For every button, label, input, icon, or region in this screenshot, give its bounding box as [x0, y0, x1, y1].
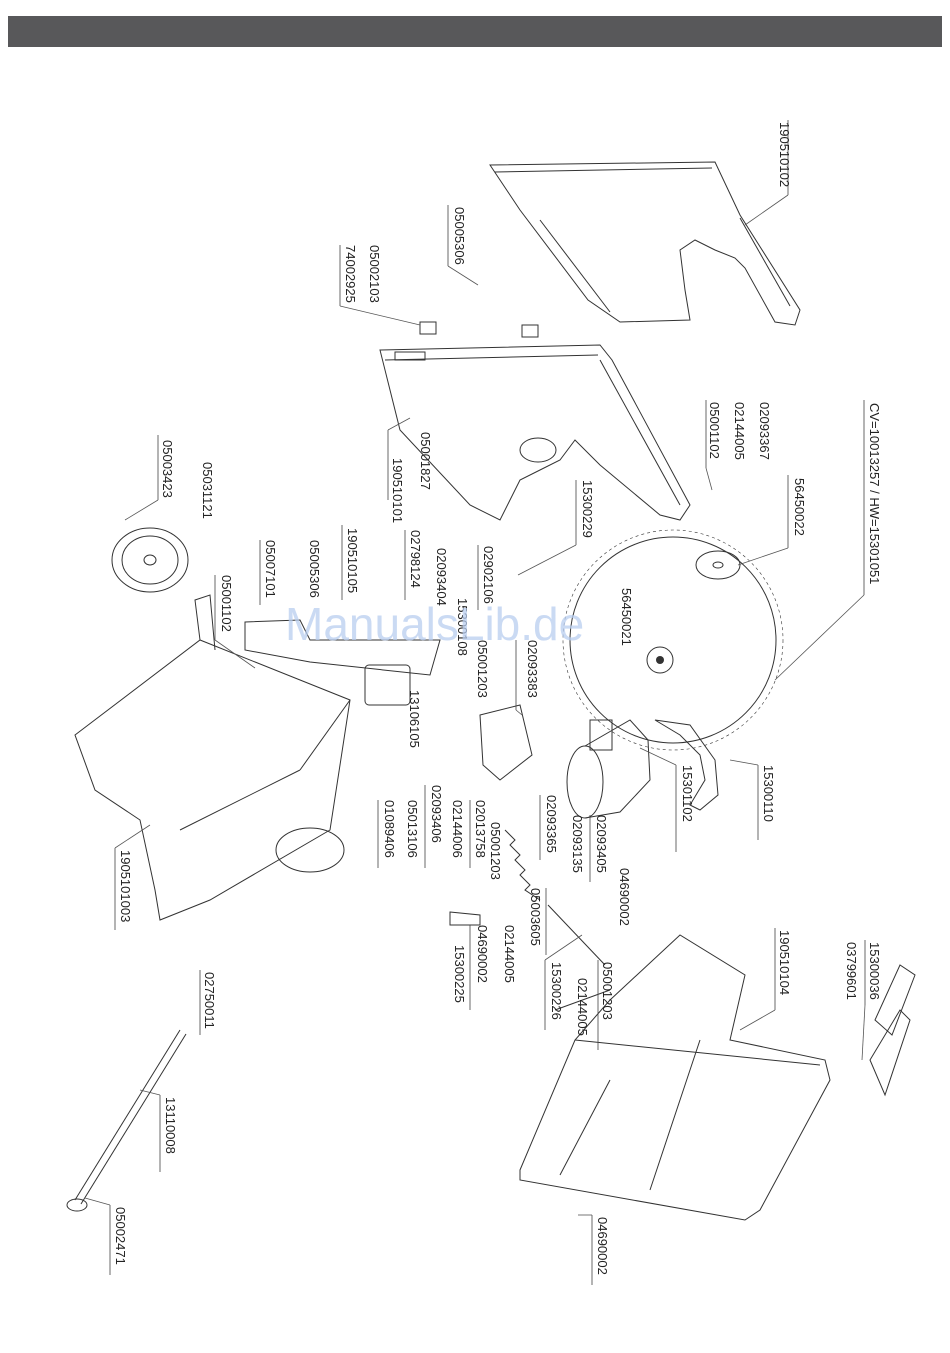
label-02093135: 02093135	[570, 815, 585, 873]
upper-guard-plate	[489, 161, 801, 326]
watermark: ManualsLib.de	[285, 598, 584, 650]
label-04690002-b: 04690002	[617, 868, 632, 926]
label-05005306-a: 05005306	[452, 207, 467, 265]
label-02144006: 02144006	[450, 800, 465, 858]
label-74002925: 74002925	[343, 245, 358, 303]
lower-small-bracket	[449, 911, 481, 926]
label-15300226: 15300226	[549, 962, 564, 1020]
saw-blade	[562, 529, 784, 751]
label-190510102: 190510102	[777, 122, 792, 187]
label-05001203-b: 05001203	[488, 822, 503, 880]
label-04690002-c: 04690002	[595, 1217, 610, 1275]
label-1905101003: 1905101003	[118, 850, 133, 922]
blade-carrier-plate	[379, 344, 691, 521]
main-frame	[74, 594, 351, 921]
mounting-plate	[479, 704, 533, 781]
riving-knife	[654, 719, 719, 811]
label-05002471: 05002471	[113, 1207, 128, 1265]
label-02093365: 02093365	[544, 795, 559, 853]
label-02750011: 02750011	[202, 972, 217, 1029]
label-190510105: 190510105	[345, 528, 360, 593]
label-15300108: 15300108	[455, 598, 470, 656]
label-05003605: 05003605	[528, 888, 543, 946]
label-02144005-c: 02144005	[575, 978, 590, 1036]
label-13110008: 13110008	[163, 1097, 178, 1154]
label-05007101: 05007101	[263, 540, 278, 598]
label-02093383: 02093383	[525, 640, 540, 698]
label-cv-hw: CV=10013257 / HW=15301051	[867, 403, 882, 584]
header-bar	[8, 16, 942, 47]
tension-spring	[504, 829, 541, 901]
wheel	[111, 527, 189, 593]
label-15301102: 15301102	[680, 765, 695, 822]
switch-box	[364, 664, 411, 706]
label-05031121: 05031121	[200, 462, 215, 519]
label-05001102-b: 05001102	[219, 575, 234, 632]
label-56450021: 56450021	[619, 588, 634, 646]
push-handle	[66, 1029, 187, 1212]
label-05003423: 05003423	[160, 440, 175, 498]
electric-motor	[566, 719, 651, 819]
label-02093406: 02093406	[429, 785, 444, 843]
tension-rod	[547, 904, 606, 966]
label-02144005-a: 02144005	[732, 402, 747, 460]
label-02093367: 02093367	[757, 402, 772, 460]
label-15300225: 15300225	[452, 945, 467, 1003]
label-13106105: 13106105	[407, 690, 422, 748]
label-56450022: 56450022	[792, 478, 807, 536]
label-05001102-a: 05001102	[707, 402, 722, 459]
small-brackets	[419, 321, 539, 338]
label-02798124: 02798124	[408, 530, 423, 588]
label-03799601: 03799601	[844, 942, 859, 1000]
label-02013758: 02013758	[473, 800, 488, 858]
part-labels: 190510102 05005306 05002103 74002925 050…	[113, 122, 882, 1275]
label-15300036: 15300036	[867, 942, 882, 1000]
label-15300229: 15300229	[580, 480, 595, 538]
label-15300110: 15300110	[761, 765, 776, 822]
label-05013106: 05013106	[405, 800, 420, 858]
label-05001203-a: 05001203	[475, 640, 490, 698]
label-02902106: 02902106	[481, 546, 496, 604]
label-02093405: 02093405	[594, 815, 609, 873]
label-01089406: 01089406	[382, 800, 397, 858]
flange-disc	[695, 550, 741, 580]
label-05005306-b: 05005306	[307, 540, 322, 598]
label-02093404: 02093404	[434, 548, 449, 606]
label-04690002-a: 04690002	[475, 925, 490, 983]
table-frame	[519, 934, 831, 1221]
label-05002103: 05002103	[367, 245, 382, 303]
label-190510104: 190510104	[777, 930, 792, 995]
label-05001827: 05001827	[418, 432, 433, 490]
label-lines	[84, 120, 866, 1285]
label-190510101: 190510101	[390, 458, 405, 523]
motor-bracket	[244, 619, 441, 676]
wheel-rear	[275, 827, 345, 873]
label-05001203-c: 05001203	[600, 962, 615, 1020]
label-02144005-b: 02144005	[502, 925, 517, 983]
folding-leg	[869, 964, 916, 1097]
